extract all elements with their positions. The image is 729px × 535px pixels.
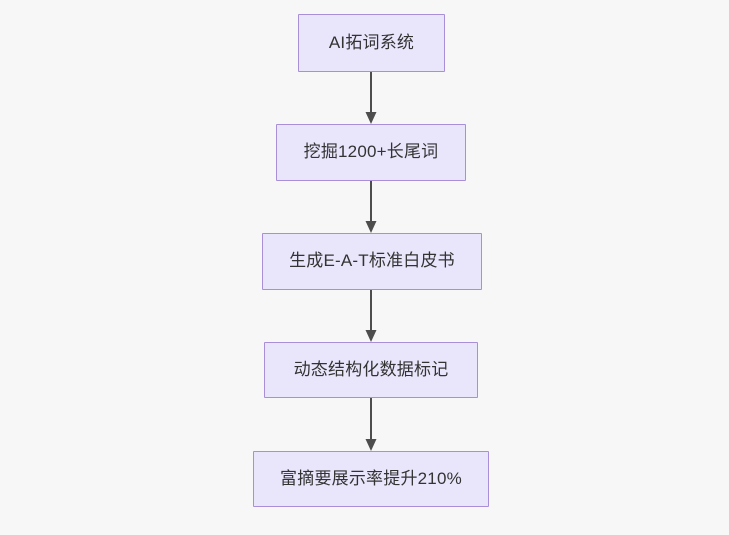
flowchart-node-generate-eat-whitepaper[interactable]: 生成E-A-T标准白皮书 (262, 233, 482, 290)
node-label: 生成E-A-T标准白皮书 (289, 251, 455, 271)
flowchart-node-ai-keyword-system[interactable]: AI拓词系统 (298, 14, 445, 72)
edge-n3-n4 (356, 290, 386, 342)
node-label: 动态结构化数据标记 (293, 359, 449, 379)
node-label: AI拓词系统 (328, 32, 415, 52)
edge-n4-n5 (356, 398, 386, 451)
flowchart-node-rich-snippet-impression-uplift[interactable]: 富摘要展示率提升210% (253, 451, 489, 507)
edge-n1-n2 (356, 72, 386, 124)
node-label: 富摘要展示率提升210% (280, 468, 462, 488)
flowchart-node-dynamic-structured-data-markup[interactable]: 动态结构化数据标记 (264, 342, 478, 398)
flowchart-node-mine-longtail-keywords[interactable]: 挖掘1200+长尾词 (276, 124, 466, 181)
node-label: 挖掘1200+长尾词 (303, 142, 439, 162)
edge-n2-n3 (356, 181, 386, 233)
